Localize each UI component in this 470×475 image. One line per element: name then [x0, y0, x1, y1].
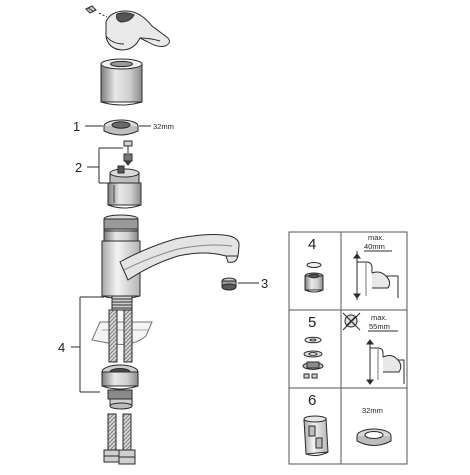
spout-part — [119, 234, 240, 281]
panel-4: 4 max. 40mm — [304, 233, 399, 300]
gasket-plate-part — [91, 321, 153, 345]
cartridge-screws-part — [123, 140, 133, 166]
handle-sleeve-part — [100, 58, 143, 106]
mounting-nut-part — [101, 364, 139, 410]
set-screw-part — [85, 5, 108, 18]
panel-6-sleeve-tool — [303, 415, 329, 457]
detail-panels — [288, 231, 408, 465]
callout-3-label: 3 — [261, 276, 268, 291]
cartridge-nut-ring-part — [103, 119, 139, 136]
faucet-exploded-view — [71, 5, 259, 465]
panel-4-countertop-sketch — [353, 250, 399, 300]
panel-5-max-value: 55mm — [369, 322, 390, 331]
callout-4-bracket — [71, 296, 104, 393]
panel-5-max-label: max. — [371, 313, 387, 322]
aerator-part — [221, 277, 259, 291]
cartridge-part — [107, 165, 142, 209]
dimension-32mm-label: 32mm — [153, 122, 174, 131]
panel-6-nut-ring — [356, 428, 392, 446]
panel-5-number: 5 — [308, 314, 316, 331]
panel-4-max-value: 40mm — [364, 242, 385, 251]
lever-handle-part — [105, 10, 170, 51]
panel-4-max-label: max. — [368, 233, 384, 242]
faucet-body-part — [101, 214, 141, 299]
callout-1-label: 1 — [73, 119, 80, 134]
panel-6-number: 6 — [308, 392, 316, 409]
callout-4-label: 4 — [58, 340, 65, 355]
panel-6: 6 32mm — [303, 392, 392, 457]
threaded-shank-part — [111, 295, 133, 311]
panel-5-crossed-icon — [342, 312, 361, 331]
panel-5-countertop-sketch — [366, 330, 405, 385]
braided-hoses-part — [108, 309, 133, 363]
panel-5: 5 max. 55mm — [302, 312, 405, 385]
panel-4-number: 4 — [308, 236, 316, 253]
callout-2-label: 2 — [75, 160, 82, 175]
panel-6-size-label: 32mm — [362, 406, 383, 415]
lower-hoses-part — [103, 413, 136, 465]
